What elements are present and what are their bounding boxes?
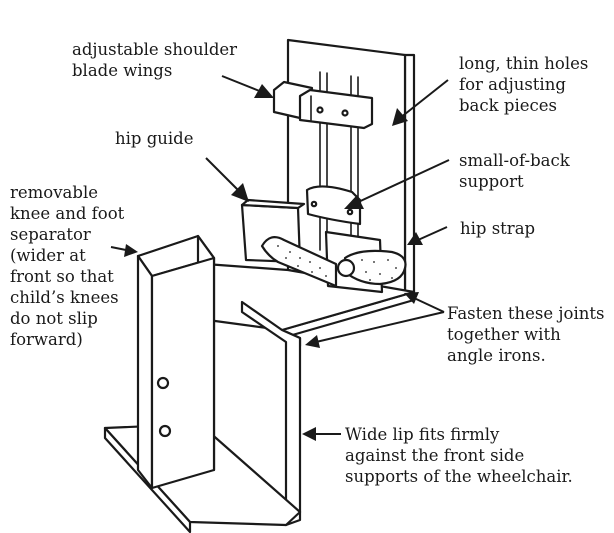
label-wide-lip: Wide lip fits firmly against the front s… — [345, 425, 573, 486]
label-hip-strap: hip strap — [460, 219, 536, 238]
seat-plate — [176, 260, 416, 340]
label-small-back-support: small-of-back support — [459, 151, 570, 191]
knee-separator-block — [136, 234, 216, 490]
pointer-arrows — [110, 75, 450, 441]
small-back-support — [305, 185, 362, 226]
label-knee-separator: removable knee and foot separator (wider… — [10, 183, 125, 349]
label-hip-guide: hip guide — [115, 129, 194, 148]
label-adjusting-holes: long, thin holes for adjusting back piec… — [459, 54, 589, 115]
arrow-small-back — [344, 159, 450, 209]
arrow-hip-guide — [205, 157, 249, 202]
arrow-holes — [392, 79, 449, 126]
arrow-shoulder — [221, 75, 274, 98]
arrow-fasten-seat — [404, 292, 445, 313]
arrow-separator — [110, 244, 138, 257]
shoulder-wings — [272, 80, 374, 130]
arrow-hip-strap — [407, 226, 448, 245]
hip-strap — [260, 235, 407, 288]
label-shoulder-wings: adjustable shoulder blade wings — [72, 40, 238, 80]
strap-texture — [277, 245, 397, 281]
label-fasten-joints: Fasten these joints together with angle … — [447, 304, 605, 365]
arrow-lip — [302, 427, 341, 441]
arrow-fasten-lip — [305, 311, 445, 348]
